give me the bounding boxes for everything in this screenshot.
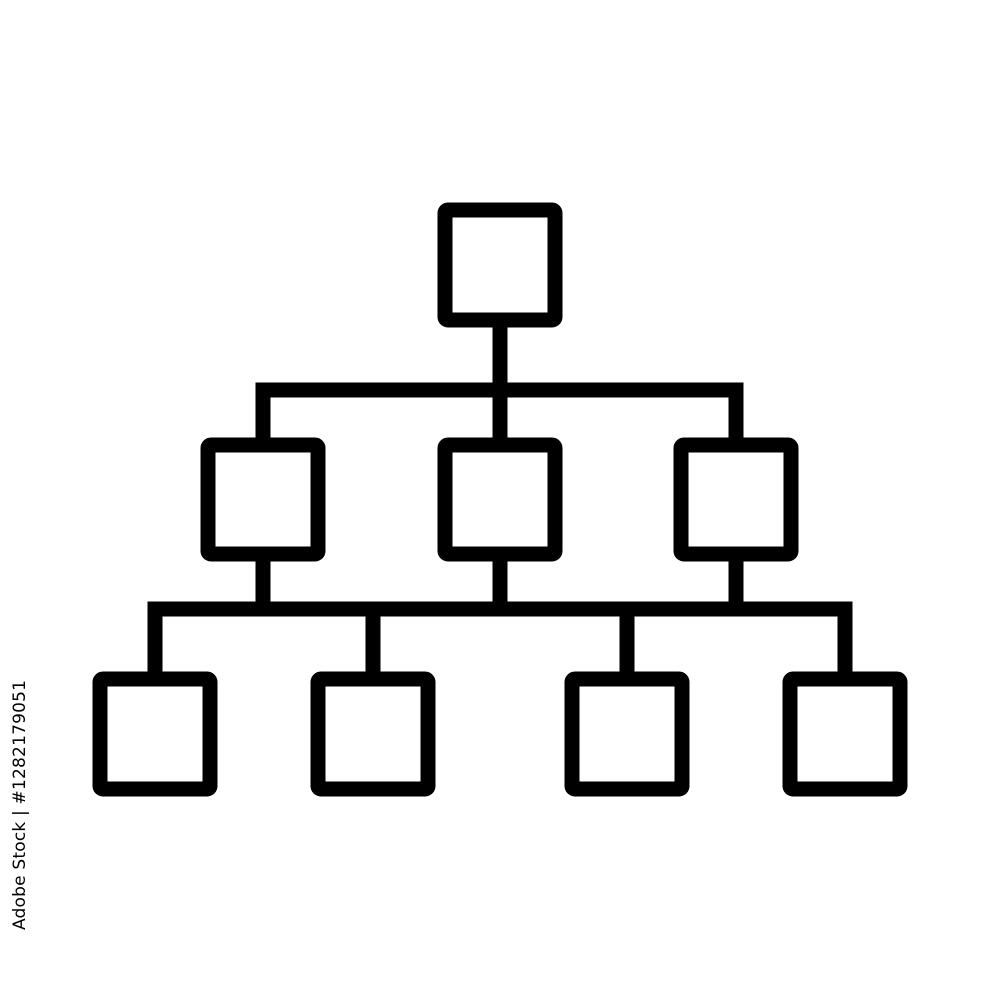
root-node: [437, 202, 563, 328]
leaf-node-1: [92, 671, 218, 797]
middle-node-right: [673, 437, 799, 562]
middle-node-left: [200, 437, 326, 562]
leaf-node-2: [310, 671, 436, 797]
stock-watermark-id: Adobe Stock | #1282179051: [10, 679, 30, 930]
connector-lower-bus: [147, 601, 853, 679]
leaf-node-3: [564, 671, 690, 797]
middle-node-center: [437, 437, 563, 562]
leaf-node-4: [782, 671, 908, 797]
